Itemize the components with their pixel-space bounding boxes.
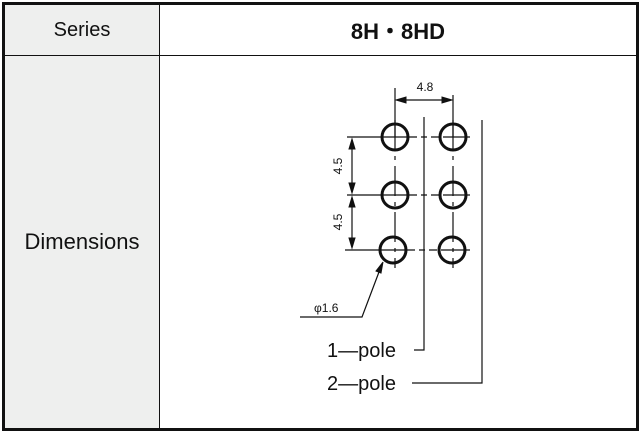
pitch-vertical-1: 4.5 <box>331 157 345 174</box>
hole-diameter: φ1.6 <box>314 301 339 315</box>
label-column <box>5 5 160 428</box>
pin-holes <box>378 122 468 265</box>
row-divider <box>5 55 636 56</box>
callout-2-pole: 2—pole <box>327 373 396 395</box>
series-value: 8H・8HD <box>350 19 446 44</box>
pitch-vertical-2: 4.5 <box>331 213 345 230</box>
series-label: Series <box>53 18 111 41</box>
pitch-horizontal: 4.8 <box>417 80 434 94</box>
dimensions-label: Dimensions <box>24 229 140 254</box>
callout-1-pole: 1—pole <box>327 340 396 362</box>
